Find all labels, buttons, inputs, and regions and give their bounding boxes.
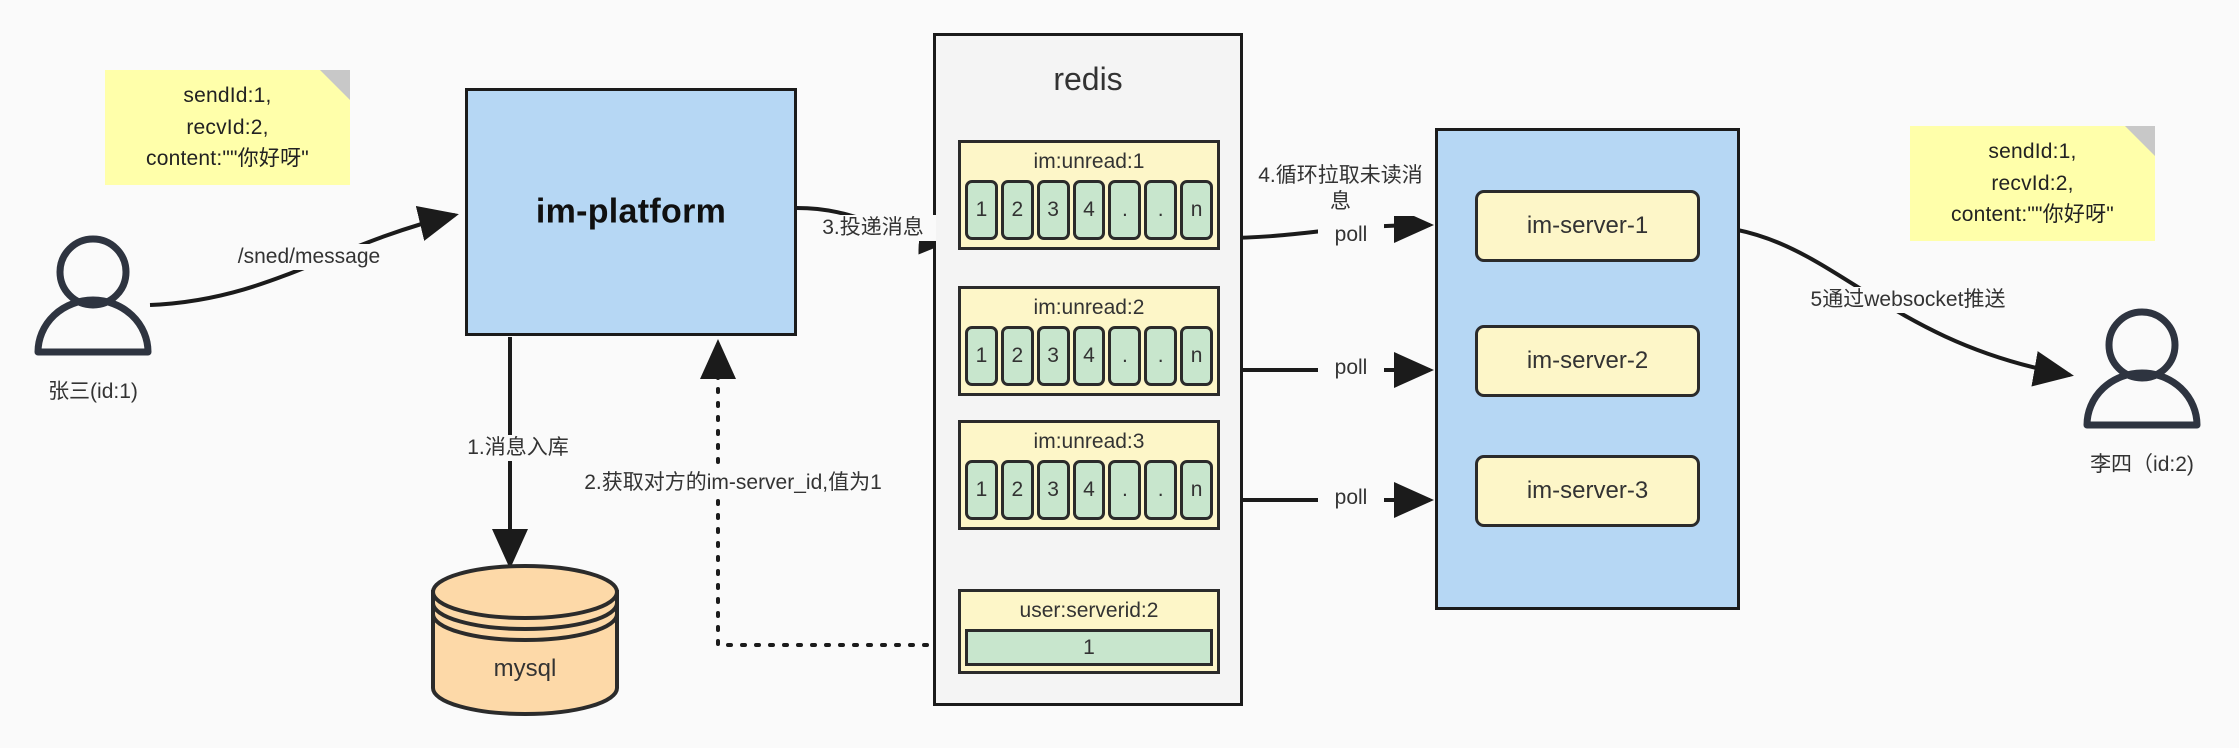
list-cell: 3 [1036, 326, 1070, 386]
edge-label-step4: 4.循环拉取未读消 息 [1255, 163, 1426, 216]
list-cell: . [1144, 460, 1178, 520]
redis-key-im-unread-3[interactable]: im:unread:3 1 2 3 4 . . n [958, 420, 1220, 530]
list-cell: 3 [1036, 460, 1070, 520]
list-cell: 4 [1072, 460, 1106, 520]
list-cell: 1 [965, 460, 998, 520]
edge-label-poll-2: poll [1318, 355, 1384, 382]
redis-key-user-serverid[interactable]: user:serverid:2 1 [958, 589, 1220, 674]
redis-list-cells: 1 2 3 4 . . n [965, 326, 1214, 386]
redis-key-title: im:unread:1 [1033, 150, 1145, 173]
note-right-text: sendId:1, recvId:2, content:""你好呀" [1951, 140, 2114, 227]
list-cell: n [1180, 326, 1214, 386]
redis-key-value: 1 [965, 629, 1213, 666]
list-cell: 2 [1000, 180, 1034, 240]
list-cell: . [1108, 460, 1142, 520]
actor-label-receiver: 李四（id:2) [2090, 453, 2194, 476]
edge-label-step1: 1.消息入库 [450, 435, 586, 462]
list-cell: 1 [965, 326, 998, 386]
redis-key-im-unread-2[interactable]: im:unread:2 1 2 3 4 . . n [958, 286, 1220, 396]
redis-title: redis [1053, 61, 1123, 97]
actor-label-sender: 张三(id:1) [48, 380, 138, 403]
note-right-payload: sendId:1, recvId:2, content:""你好呀" [1910, 126, 2155, 241]
list-cell: 1 [965, 180, 998, 240]
list-cell: 4 [1072, 326, 1106, 386]
note-fold-corner-icon [2125, 126, 2155, 156]
edge-label-step5: 5通过websocket推送 [1780, 287, 2036, 314]
note-left-payload: sendId:1, recvId:2, content:""你好呀" [105, 70, 350, 185]
user-icon [2083, 308, 2201, 429]
list-cell: . [1144, 180, 1178, 240]
edge-label-poll-1: poll [1318, 222, 1384, 249]
note-fold-corner-icon [320, 70, 350, 100]
edge-label-send-message: /sned/message [226, 244, 392, 271]
list-cell: n [1180, 180, 1214, 240]
list-cell: 2 [1000, 326, 1034, 386]
list-cell: . [1144, 326, 1178, 386]
edge-label-poll-3: poll [1318, 485, 1384, 512]
redis-list-cells: 1 2 3 4 . . n [965, 180, 1214, 240]
im-platform-box[interactable]: im-platform [465, 88, 797, 336]
edge-label-step2: 2.获取对方的im-server_id,值为1 [570, 470, 896, 497]
redis-key-title: im:unread:2 [1033, 296, 1145, 319]
edge-label-step3: 3.投递消息 [810, 215, 936, 242]
note-left-text: sendId:1, recvId:2, content:""你好呀" [146, 84, 309, 171]
list-cell: 2 [1000, 460, 1034, 520]
list-cell: 4 [1072, 180, 1106, 240]
im-platform-label: im-platform [535, 192, 727, 231]
user-icon [34, 235, 152, 356]
redis-key-im-unread-1[interactable]: im:unread:1 1 2 3 4 . . n [958, 140, 1220, 250]
mysql-label: mysql [493, 655, 557, 682]
im-server-2-box[interactable]: im-server-2 [1475, 325, 1700, 397]
list-cell: 3 [1036, 180, 1070, 240]
database-cylinder-icon [431, 564, 619, 716]
redis-key-title: im:unread:3 [1033, 430, 1145, 453]
list-cell: n [1180, 460, 1214, 520]
list-cell: . [1108, 326, 1142, 386]
redis-key-title: user:serverid:2 [1019, 599, 1159, 622]
redis-list-cells: 1 2 3 4 . . n [965, 460, 1214, 520]
list-cell: . [1108, 180, 1142, 240]
im-server-1-box[interactable]: im-server-1 [1475, 190, 1700, 262]
im-server-3-box[interactable]: im-server-3 [1475, 455, 1700, 527]
